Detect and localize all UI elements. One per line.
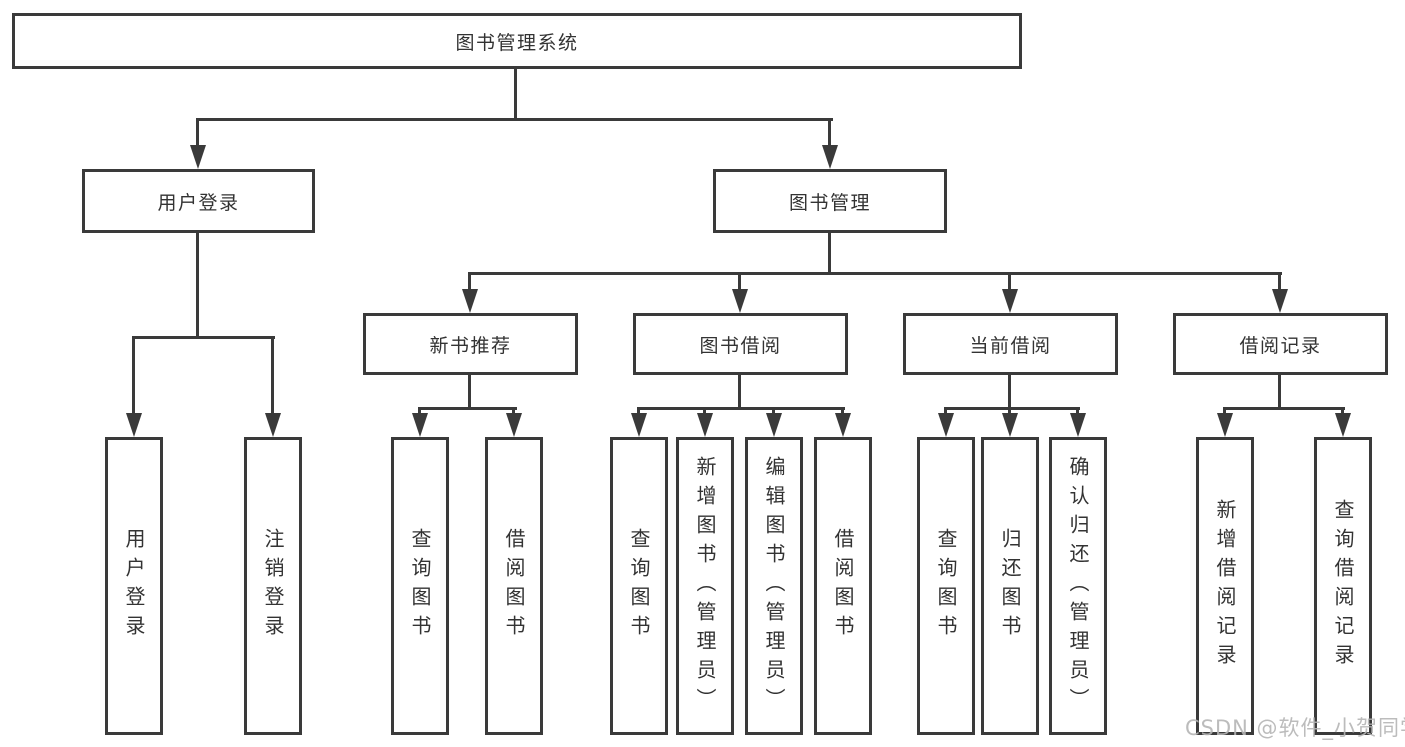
arrowhead-down-icon	[190, 145, 206, 169]
node-leaf-confirm-return-admin: 确认归还（管理员）	[1049, 437, 1107, 735]
arrowhead-down-icon	[1272, 289, 1288, 313]
node-label: 归还图书	[998, 528, 1022, 644]
node-leaf-query-books: 查询图书	[391, 437, 449, 735]
node-book-borrowing: 图书借阅	[633, 313, 848, 375]
csdn-watermark: CSDN @软件_小贺同学	[1185, 716, 1405, 740]
arrowhead-down-icon	[822, 145, 838, 169]
node-leaf-borrow-books: 借阅图书	[485, 437, 543, 735]
connector-line	[1008, 407, 1011, 416]
node-label: 借阅图书	[831, 528, 855, 644]
node-label: 用户登录	[122, 528, 146, 644]
connector-line	[944, 407, 947, 416]
connector-line	[514, 69, 517, 118]
node-label: 新增图书（管理员）	[693, 455, 717, 717]
connector-line	[132, 336, 135, 416]
node-label: 借阅记录	[1239, 334, 1322, 357]
arrowhead-down-icon	[631, 413, 647, 437]
node-label: 查询图书	[627, 528, 651, 644]
arrowhead-down-icon	[1002, 413, 1018, 437]
node-label: 注销登录	[261, 528, 285, 644]
connector-line	[772, 407, 775, 416]
arrowhead-down-icon	[697, 413, 713, 437]
node-label: 查询借阅记录	[1331, 499, 1355, 673]
connector-line	[271, 336, 274, 416]
connector-line	[418, 407, 517, 410]
node-label: 新书推荐	[429, 334, 512, 357]
node-leaf-borrow-books: 借阅图书	[814, 437, 872, 735]
node-label: 图书借阅	[699, 334, 782, 357]
node-label: 确认归还（管理员）	[1066, 455, 1090, 717]
node-label: 查询图书	[408, 528, 432, 644]
connector-line	[512, 407, 515, 416]
node-leaf-query-books: 查询图书	[917, 437, 975, 735]
connector-line	[738, 375, 741, 408]
connector-line	[944, 407, 1080, 410]
connector-line	[841, 407, 844, 416]
connector-line	[828, 118, 831, 148]
connector-line	[1341, 407, 1344, 416]
node-label: 图书管理	[788, 191, 871, 214]
connector-line	[132, 336, 275, 339]
node-label: 借阅图书	[502, 528, 526, 644]
arrowhead-down-icon	[126, 413, 142, 437]
connector-line	[468, 272, 1282, 275]
node-leaf-add-borrow-record: 新增借阅记录	[1196, 437, 1254, 735]
arrowhead-down-icon	[1002, 289, 1018, 313]
connector-line	[1278, 375, 1281, 408]
node-label: 编辑图书（管理员）	[762, 455, 786, 717]
node-leaf-edit-books-admin: 编辑图书（管理员）	[745, 437, 803, 735]
arrowhead-down-icon	[835, 413, 851, 437]
connector-line	[1076, 407, 1079, 416]
connector-line	[196, 118, 199, 148]
node-borrowing-records: 借阅记录	[1173, 313, 1388, 375]
connector-line	[1278, 272, 1281, 292]
node-label: 当前借阅	[969, 334, 1052, 357]
node-label: 用户登录	[157, 191, 240, 214]
arrowhead-down-icon	[506, 413, 522, 437]
connector-line	[1008, 375, 1011, 408]
connector-line	[196, 233, 199, 336]
arrowhead-down-icon	[766, 413, 782, 437]
node-leaf-query-borrow-record: 查询借阅记录	[1314, 437, 1372, 735]
arrowhead-down-icon	[462, 289, 478, 313]
arrowhead-down-icon	[412, 413, 428, 437]
connector-line	[196, 118, 833, 121]
node-user-login: 用户登录	[82, 169, 315, 233]
connector-line	[637, 407, 845, 410]
connector-line	[1223, 407, 1345, 410]
connector-line	[418, 407, 421, 416]
node-leaf-user-login: 用户登录	[105, 437, 163, 735]
connector-line	[738, 272, 741, 292]
node-library-management-system: 图书管理系统	[12, 13, 1022, 69]
node-leaf-query-books: 查询图书	[610, 437, 668, 735]
arrowhead-down-icon	[1070, 413, 1086, 437]
arrowhead-down-icon	[732, 289, 748, 313]
node-leaf-add-books-admin: 新增图书（管理员）	[676, 437, 734, 735]
node-book-management: 图书管理	[713, 169, 947, 233]
connector-line	[1008, 272, 1011, 292]
node-label: 新增借阅记录	[1213, 499, 1237, 673]
node-current-borrowing: 当前借阅	[903, 313, 1118, 375]
connector-line	[1223, 407, 1226, 416]
connector-line	[468, 375, 471, 408]
node-label: 查询图书	[934, 528, 958, 644]
arrowhead-down-icon	[938, 413, 954, 437]
connector-line	[703, 407, 706, 416]
node-leaf-return-books: 归还图书	[981, 437, 1039, 735]
connector-line	[468, 272, 471, 292]
node-new-book-recommendation: 新书推荐	[363, 313, 578, 375]
arrowhead-down-icon	[1217, 413, 1233, 437]
connector-line	[637, 407, 640, 416]
arrowhead-down-icon	[265, 413, 281, 437]
node-label: 图书管理系统	[455, 31, 579, 54]
node-leaf-logout: 注销登录	[244, 437, 302, 735]
connector-line	[828, 233, 831, 273]
arrowhead-down-icon	[1335, 413, 1351, 437]
